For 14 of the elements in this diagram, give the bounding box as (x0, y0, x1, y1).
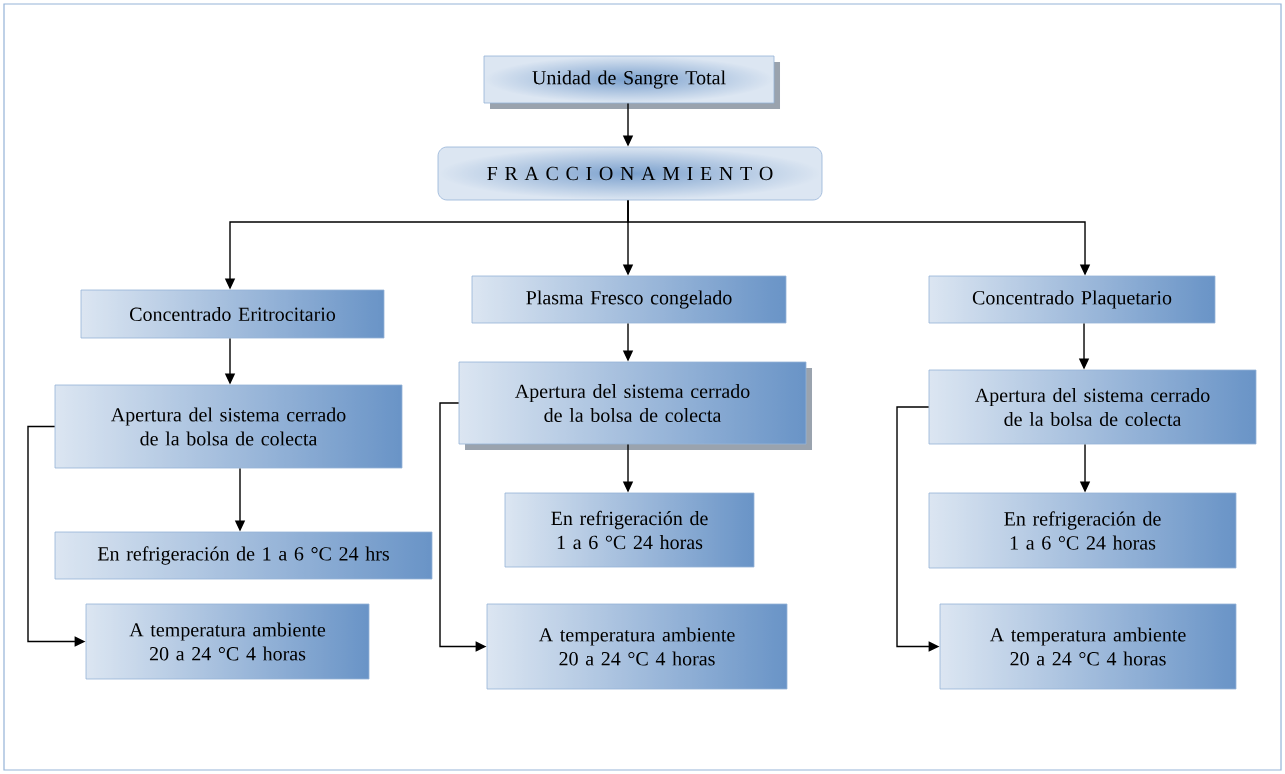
process-box: Apertura del sistema cerrado de la bolsa de colecta (458, 361, 812, 450)
process-box: A temperatura ambiente 20 a 24 °C 4 horas (939, 603, 1237, 690)
process-box: Concentrado Eritrocitario (80, 289, 385, 339)
process-box: Unidad de Sangre Total (483, 55, 780, 109)
process-box: Plasma Fresco congelado (471, 275, 787, 324)
process-box: Concentrado Plaquetario (928, 275, 1216, 324)
process-box: A temperatura ambiente 20 a 24 °C 4 horas (486, 603, 788, 690)
process-box: Apertura del sistema cerrado de la bolsa de colecta (54, 384, 403, 469)
process-box: A temperatura ambiente 20 a 24 °C 4 horas (85, 603, 370, 680)
process-box: En refrigeración de 1 a 6 °C 24 horas (928, 492, 1237, 569)
process-box: En refrigeración de 1 a 6 °C 24 horas (504, 492, 755, 568)
process-box: Apertura del sistema cerrado de la bolsa de colecta (928, 369, 1257, 445)
process-box: En refrigeración de 1 a 6 °C 24 hrs (54, 531, 433, 580)
process-box: F R A C C I O N A M I E N T O (437, 146, 823, 201)
